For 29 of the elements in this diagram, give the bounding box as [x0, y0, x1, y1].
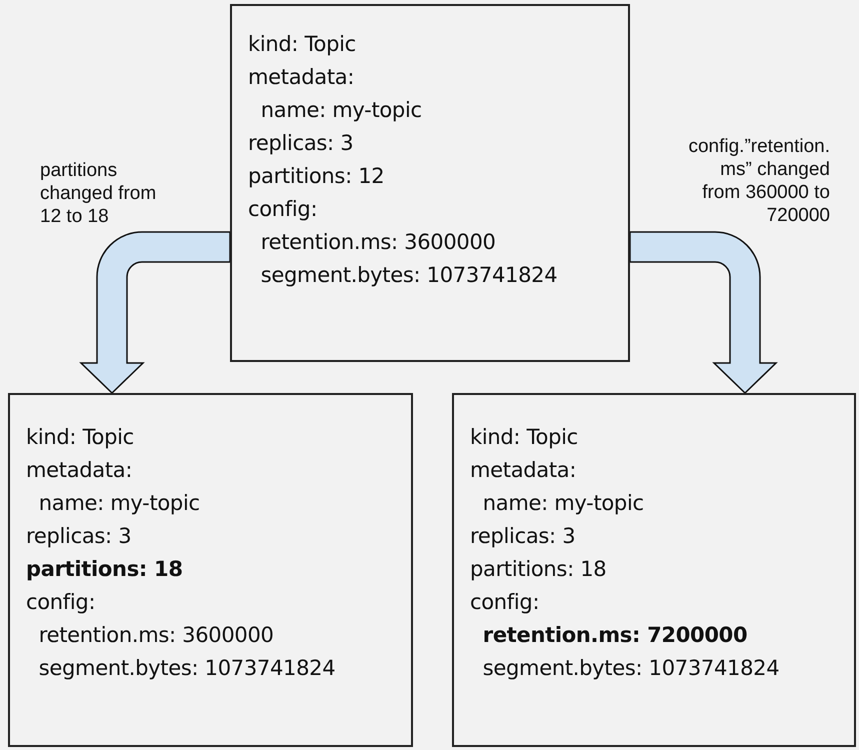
yaml-line: name: my-topic [482, 490, 645, 517]
yaml-line: segment.bytes: 1073741824 [482, 655, 780, 682]
yaml-line: kind: Topic [26, 424, 135, 451]
yaml-line: metadata: [470, 457, 578, 484]
yaml-line: segment.bytes: 1073741824 [38, 655, 336, 682]
yaml-line: kind: Topic [248, 31, 357, 58]
yaml-line: name: my-topic [38, 490, 201, 517]
yaml-line: replicas: 3 [470, 523, 576, 550]
yaml-box [452, 393, 856, 747]
yaml-line: retention.ms: 3600000 [260, 229, 497, 256]
yaml-line: name: my-topic [260, 97, 423, 124]
yaml-line: partitions: 18 [26, 556, 184, 583]
yaml-box [8, 393, 413, 747]
yaml-line: segment.bytes: 1073741824 [260, 262, 558, 289]
yaml-line: replicas: 3 [248, 130, 354, 157]
yaml-line: config: [248, 196, 318, 223]
yaml-line: replicas: 3 [26, 523, 132, 550]
yaml-line: kind: Topic [470, 424, 579, 451]
curved-arrow [629, 231, 777, 394]
curved-arrow [80, 231, 231, 394]
yaml-line: config: [470, 589, 540, 616]
yaml-line: config: [26, 589, 96, 616]
yaml-line: partitions: 18 [470, 556, 608, 583]
yaml-line: metadata: [248, 64, 356, 91]
yaml-box [230, 4, 630, 362]
yaml-line: metadata: [26, 457, 134, 484]
yaml-line: retention.ms: 3600000 [38, 622, 275, 649]
yaml-line: partitions: 12 [248, 163, 386, 190]
yaml-line: retention.ms: 7200000 [482, 622, 748, 649]
